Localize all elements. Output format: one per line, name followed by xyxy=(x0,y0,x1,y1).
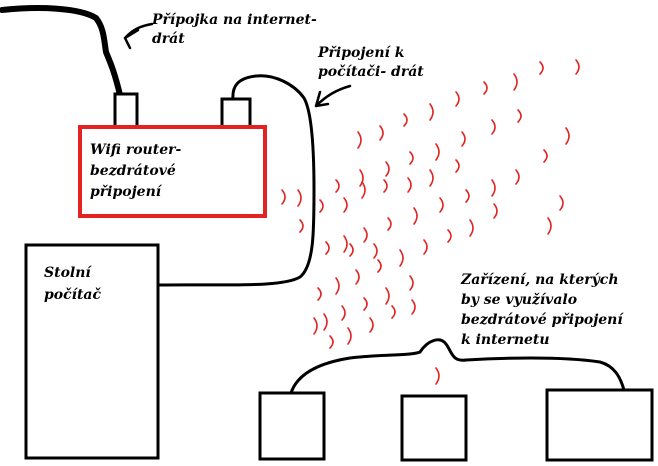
signal-wave-arc xyxy=(547,217,552,235)
signal-wave-arc xyxy=(407,177,412,193)
desktop-label-line-2: počítač xyxy=(44,287,102,303)
signal-wave-arc xyxy=(517,109,522,123)
wifi-signal-waves-icon xyxy=(281,59,580,385)
signal-wave-arc xyxy=(281,189,286,205)
internet-wire-label: Přípojka na internet- drát xyxy=(152,11,317,49)
signal-wave-arc xyxy=(363,297,368,311)
arrow-icon xyxy=(123,22,154,50)
computer-wire-label-line-1: Připojení k xyxy=(318,45,405,61)
devices-label-line-4: k internetu xyxy=(461,332,550,348)
signal-wave-arc xyxy=(423,239,428,255)
signal-wave-arc xyxy=(447,229,452,243)
signal-wave-arc xyxy=(317,287,322,301)
signal-wave-arc xyxy=(559,195,564,211)
signal-wave-arc xyxy=(403,113,408,127)
signal-wave-arc xyxy=(387,217,392,231)
signal-wave-arc xyxy=(461,131,466,147)
internet-wire-label-line-1: Přípojka na internet- xyxy=(152,12,317,28)
signal-wave-arc xyxy=(515,169,520,185)
router-label-line-1: Wifi router- xyxy=(90,142,182,158)
device-2 xyxy=(400,394,468,462)
signal-wave-arc xyxy=(565,127,570,145)
signal-wave-arc xyxy=(357,131,362,149)
signal-wave-arc xyxy=(469,219,474,237)
router-port-internet xyxy=(113,92,139,129)
computer-wire-label: Připojení k počítači- drát xyxy=(318,44,424,82)
router-label-line-2: bezdrátové xyxy=(90,163,176,179)
signal-wave-arc xyxy=(361,181,366,199)
devices-label-line-1: Zařízení, na kterých xyxy=(461,272,619,288)
signal-wave-arc xyxy=(341,305,346,321)
signal-wave-arc xyxy=(439,197,444,213)
signal-wave-arc xyxy=(335,277,340,295)
signal-wave-arc xyxy=(319,199,324,213)
signal-wave-arc xyxy=(347,327,352,345)
desktop-label-line-1: Stolní xyxy=(44,265,91,281)
signal-wave-arc xyxy=(455,91,460,107)
devices-label-line-3: bezdrátové připojení xyxy=(461,312,623,328)
signal-wave-arc xyxy=(359,169,364,187)
device-1 xyxy=(258,391,326,461)
router-port-computer xyxy=(220,97,252,130)
signal-wave-arc xyxy=(369,317,374,333)
signal-wave-arc xyxy=(379,125,384,141)
device-3 xyxy=(545,388,654,462)
signal-wave-arc xyxy=(513,73,518,91)
signal-wave-arc xyxy=(543,149,548,163)
signal-wave-arc xyxy=(409,275,414,291)
router-label-line-3: připojení xyxy=(90,184,162,200)
internet-wire xyxy=(0,5,123,98)
signal-wave-arc xyxy=(299,219,304,233)
signal-wave-arc xyxy=(373,243,378,259)
signal-wave-arc xyxy=(399,249,404,267)
signal-wave-arc xyxy=(429,103,434,121)
signal-wave-arc xyxy=(313,317,318,335)
signal-wave-arc xyxy=(455,159,460,173)
signal-wave-arc xyxy=(409,151,414,165)
signal-wave-arc xyxy=(465,189,470,203)
desktop-computer xyxy=(24,243,160,460)
signal-wave-arc xyxy=(575,59,580,75)
signal-wave-arc xyxy=(493,203,498,219)
signal-wave-arc xyxy=(435,367,440,385)
desktop-label: Stolní počítač xyxy=(44,262,101,306)
signal-wave-arc xyxy=(323,313,328,331)
arrow-icon xyxy=(314,84,352,108)
computer-wire-label-line-2: počítači- drát xyxy=(318,64,424,80)
signal-wave-arc xyxy=(335,179,340,193)
signal-wave-arc xyxy=(385,161,390,177)
devices-wire xyxy=(289,338,626,395)
devices-label-line-2: by se využívalo xyxy=(461,292,578,308)
signal-wave-arc xyxy=(343,197,348,213)
signal-wave-arc xyxy=(355,269,360,285)
signal-wave-arc xyxy=(539,61,544,75)
signal-wave-arc xyxy=(349,243,354,257)
wifi-router xyxy=(78,125,267,218)
signal-wave-arc xyxy=(391,305,396,319)
signal-wave-arc xyxy=(491,179,496,197)
signal-wave-arc xyxy=(411,299,416,315)
devices-label: Zařízení, na kterých by se využívalo bez… xyxy=(461,270,623,350)
signal-wave-arc xyxy=(435,143,440,161)
signal-wave-arc xyxy=(377,259,382,273)
signal-wave-arc xyxy=(297,189,302,207)
signal-wave-arc xyxy=(429,169,434,187)
signal-wave-arc xyxy=(491,119,496,135)
router-label: Wifi router- bezdrátové připojení xyxy=(90,140,181,203)
computer-wire xyxy=(156,74,316,287)
signal-wave-arc xyxy=(343,235,348,253)
signal-wave-arc xyxy=(483,81,488,95)
internet-wire-label-line-2: drát xyxy=(152,31,185,47)
signal-wave-arc xyxy=(329,335,334,349)
signal-wave-arc xyxy=(383,179,388,193)
signal-wave-arc xyxy=(413,207,418,225)
signal-wave-arc xyxy=(363,227,368,243)
signal-wave-arc xyxy=(385,287,390,305)
signal-wave-arc xyxy=(325,241,330,255)
